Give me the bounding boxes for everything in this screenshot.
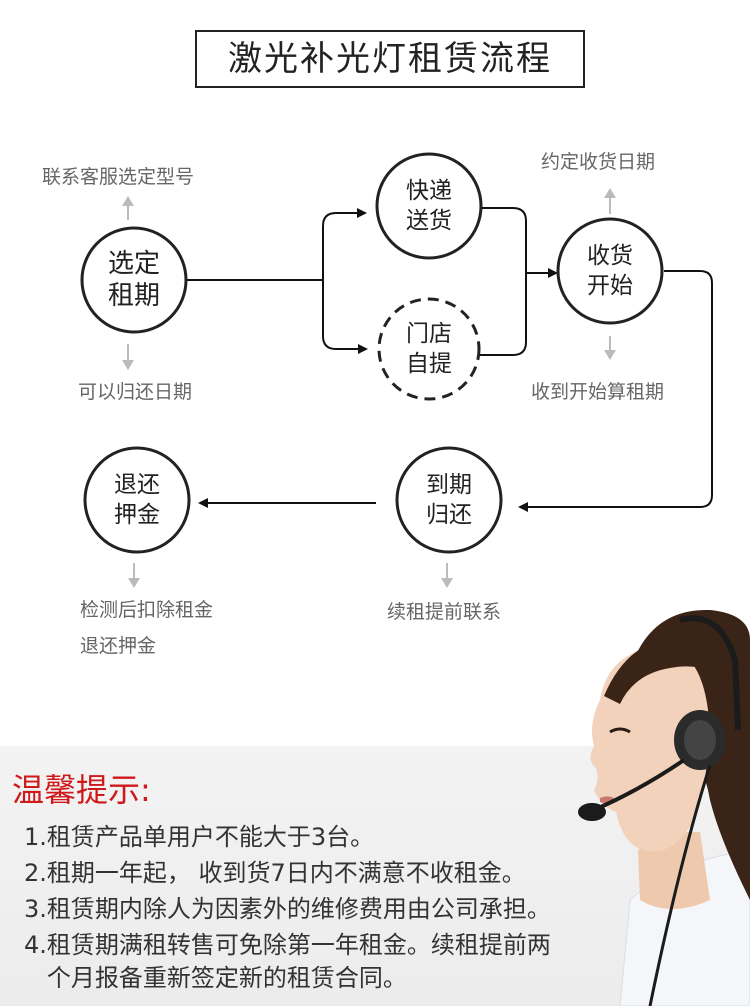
- note-arrow-return-down: [441, 563, 453, 588]
- note-refund-bottom-1: 检测后扣除租金: [80, 599, 214, 621]
- connector-express-merge: [482, 207, 527, 273]
- node-pickup-label: 门店 自提: [406, 321, 452, 377]
- tip-item-4: 4.租赁期满租转售可免除第一年租金。续租提前两: [24, 931, 551, 959]
- tip-item-5: 个月报备重新签定新的租赁合同。: [24, 964, 407, 992]
- node-return-circle: [395, 446, 503, 554]
- arrow-receive-to-return: [518, 270, 713, 512]
- node-express-circle: [375, 152, 483, 260]
- note-arrow-select-up: [122, 196, 134, 220]
- tip-item-1: 1.租赁产品单用户不能大于3台。: [24, 823, 375, 851]
- note-select-bottom: 可以归还日期: [78, 381, 193, 403]
- customer-service-agent-image: [578, 609, 750, 1006]
- tip-item-3: 3.租赁期内除人为因素外的维修费用由公司承担。: [24, 895, 551, 923]
- node-refund-circle: [83, 446, 191, 554]
- node-receive-label: 收货 开始: [587, 243, 633, 299]
- arrow-to-pickup: [322, 280, 368, 354]
- tip-item-2: 2.租期一年起， 收到货7日内不满意不收租金。: [24, 859, 526, 887]
- node-receive-circle: [556, 217, 664, 325]
- note-receive-bottom: 收到开始算租期: [531, 381, 665, 403]
- tips-title: 温馨提示:: [12, 771, 151, 809]
- note-receive-top: 约定收货日期: [541, 151, 656, 173]
- arrow-to-express: [322, 208, 367, 280]
- connector-pickup-merge: [480, 273, 527, 356]
- node-select-circle: [80, 226, 188, 334]
- note-arrow-receive-up: [604, 188, 616, 214]
- node-return-label: 到期 归还: [426, 472, 472, 528]
- node-select-label: 选定 租期: [107, 249, 160, 311]
- page-title: 激光补光灯租赁流程: [195, 30, 585, 88]
- note-refund-bottom-2: 退还押金: [80, 635, 157, 657]
- node-refund-label: 退还 押金: [114, 472, 160, 528]
- note-arrow-receive-down: [604, 336, 616, 360]
- note-arrow-refund-down: [128, 563, 140, 588]
- node-express-label: 快递 送货: [406, 178, 452, 234]
- note-arrow-select-down: [122, 344, 134, 370]
- note-return-bottom: 续租提前联系: [387, 601, 502, 623]
- node-pickup-circle: [377, 297, 481, 401]
- note-select-top: 联系客服选定型号: [42, 166, 195, 188]
